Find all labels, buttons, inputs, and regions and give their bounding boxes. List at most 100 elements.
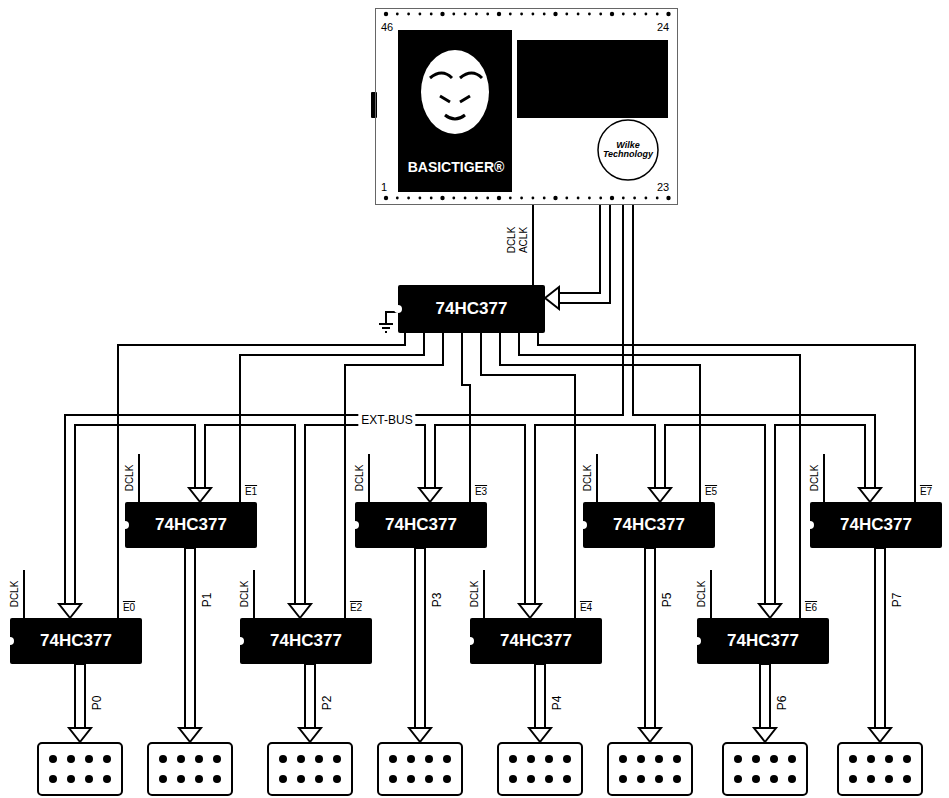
header-pin — [67, 775, 75, 783]
header-pin — [297, 755, 305, 763]
header-pin — [788, 775, 796, 783]
header-pin — [279, 755, 287, 763]
bus-heads — [59, 287, 881, 618]
latch-chip: 74HC377 — [697, 618, 829, 664]
enable-line — [538, 333, 915, 502]
port-bus-inner — [306, 665, 314, 729]
pin-dot — [656, 197, 659, 200]
enable-wire — [345, 333, 443, 618]
header-pin — [563, 775, 571, 783]
port-name: P0 — [91, 696, 103, 711]
data-bus — [628, 205, 870, 488]
port-arrowhead — [869, 728, 891, 742]
pin-number: 1 — [381, 182, 387, 193]
header-pin — [443, 755, 451, 763]
pin-dot — [497, 196, 501, 200]
pin-dot — [384, 196, 388, 200]
latch-chip: 74HC377 — [398, 285, 545, 333]
pin-dot — [509, 197, 512, 200]
header-pin — [527, 775, 535, 783]
header-pin — [407, 775, 415, 783]
pin-dot — [577, 13, 580, 16]
bus-inner — [628, 205, 870, 488]
pin-dot — [588, 13, 591, 16]
bus-arrowhead — [519, 604, 541, 618]
pin-dot — [622, 197, 625, 200]
enable-signal: E4 — [580, 601, 592, 613]
header-pin — [885, 755, 893, 763]
port-name: P2 — [321, 696, 333, 711]
port-bus-inner — [186, 549, 194, 729]
signal-name: DCLK — [470, 581, 480, 608]
pin-dot — [532, 197, 535, 200]
bus-arrowhead — [859, 488, 881, 502]
chip-label: 74HC377 — [385, 515, 457, 535]
chip-label: 74HC377 — [436, 299, 508, 319]
pin-dot — [553, 196, 557, 200]
port-name: P7 — [891, 593, 903, 608]
bus-arrowhead — [545, 287, 559, 309]
latch-chip: 74HC377 — [583, 502, 715, 548]
header-pin — [509, 775, 517, 783]
port-name: P3 — [431, 593, 443, 608]
pin-dot — [509, 13, 512, 16]
bus-outlines — [70, 205, 870, 604]
bus-name: EXT-BUS — [358, 413, 415, 427]
pin-dot — [475, 13, 478, 16]
data-bus — [300, 205, 628, 604]
pin-dot — [645, 13, 648, 16]
header-pin — [637, 775, 645, 783]
enable-line — [481, 333, 575, 618]
header-pin — [315, 775, 323, 783]
pin-dot — [656, 13, 659, 16]
signal-name: DCLK — [355, 465, 365, 492]
port-name: P6 — [776, 696, 788, 711]
pin-dot — [486, 197, 489, 200]
data-bus — [70, 205, 628, 604]
header-pin — [407, 755, 415, 763]
pin-dot — [666, 196, 670, 200]
bus-arrowhead — [59, 604, 81, 618]
header-pin — [195, 775, 203, 783]
bus-inner — [70, 205, 628, 604]
chip-label: 74HC377 — [727, 631, 799, 651]
header-pin — [770, 755, 778, 763]
pin-dot — [666, 12, 670, 16]
header-pin — [788, 755, 796, 763]
port-arrowhead — [529, 728, 551, 742]
enable-line — [345, 333, 443, 618]
dclk-wire — [138, 454, 140, 502]
enable-wire — [538, 333, 915, 502]
enable-wire — [240, 333, 424, 502]
pin-header — [148, 743, 232, 795]
signal-name: DCLK — [810, 465, 820, 492]
enable-line — [462, 333, 470, 502]
bus-arrowhead — [759, 604, 781, 618]
latch-chip: 74HC377 — [470, 618, 602, 664]
dclk-wire — [710, 570, 712, 618]
chip-label: 74HC377 — [40, 631, 112, 651]
logo-ring — [598, 120, 658, 180]
enable-signal: E6 — [805, 601, 817, 613]
dclk-wire — [368, 454, 370, 502]
port-bus — [74, 664, 86, 728]
bus-arrowhead — [419, 488, 441, 502]
header-pin — [213, 775, 221, 783]
header-pin — [619, 775, 627, 783]
header-pin — [734, 755, 742, 763]
header-pin — [655, 775, 663, 783]
pin-dot — [588, 197, 591, 200]
port-bus — [304, 664, 316, 728]
header-pin — [177, 755, 185, 763]
header-pin — [903, 755, 911, 763]
port-bus — [759, 664, 771, 728]
header-pin — [315, 755, 323, 763]
header-pin — [655, 755, 663, 763]
signal-name: DCLK — [10, 581, 20, 608]
pin-dot — [520, 197, 523, 200]
side-connector — [371, 92, 377, 118]
bus-inner — [70, 205, 870, 604]
pin-dot — [565, 197, 568, 200]
port-arrowhead — [639, 728, 661, 742]
pin-dot — [440, 12, 444, 16]
